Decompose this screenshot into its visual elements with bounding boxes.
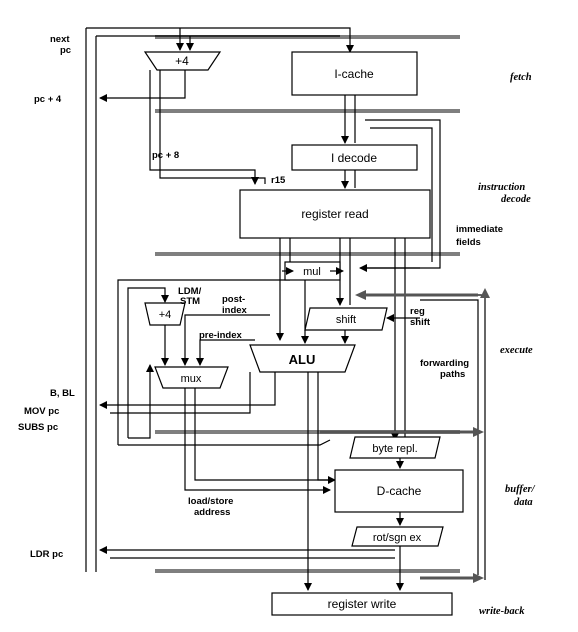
forward-arrowhead-execute [355,290,366,300]
wire-branch-return-2 [110,372,251,414]
pc-plus-4-label: pc + 4 [34,94,62,105]
rot-sgn-label: rot/sgn ex [373,532,422,544]
wire-pc-plus-4 [99,70,186,102]
idecode-label: I decode [331,151,377,165]
b-bl-label: B, BL [50,388,75,399]
pc-plus-8-label: pc + 8 [152,150,179,161]
block-icache [291,51,418,96]
byte-repl-label: byte repl. [372,443,417,455]
wire-mux-in-left [128,364,154,439]
block-byte-repl [349,436,441,459]
forwarding-paths-label-1: forwarding [420,358,469,369]
block-register-write [271,592,453,616]
wire-ldm-stm-adder-in [127,287,169,438]
wire-ldm-stm-loop [117,279,290,445]
stage-fetch-label: fetch [510,72,532,83]
forward-arrowhead-writeback [473,573,484,583]
next-pc-label-1: next [50,34,70,45]
wire-post-index [181,314,270,366]
icache-label: I-cache [334,67,374,81]
wire-next-pc-icache [86,27,354,53]
forward-arrowhead-up [480,288,490,298]
wire-pc-plus-8-inner [159,70,266,184]
stage-decode-label-1: instruction [478,182,525,193]
block-register-read [239,189,431,239]
load-store-address-label-2: address [194,507,230,518]
stage-decode-label-2: decode [501,194,531,205]
block-rot-sgn [351,526,444,547]
block-idecode [291,144,418,171]
wire-pre-index [196,339,255,366]
stage-execute-label: execute [500,345,533,356]
immediate-fields-label-2: fields [456,237,481,248]
forwarding-arrows [320,293,478,580]
block-adder-mid [144,302,186,326]
wire-forwarding-inner [420,299,479,575]
blocks [143,51,464,616]
ldr-pc-label: LDR pc [30,549,63,560]
wire-load-store-address-2 [184,388,331,494]
immediate-fields-label-1: immediate [456,224,503,235]
reg-shift-label-1: reg [410,306,425,317]
stage-writeback-label: write-back [479,606,525,617]
next-pc-label-2: pc [60,45,71,56]
register-read-label: register read [301,207,368,221]
post-index-label-1: post- [222,294,245,305]
load-store-address-label-1: load/store [188,496,233,507]
adder-top-label: +4 [175,54,189,68]
shift-label: shift [336,314,356,326]
block-mux [154,366,229,389]
alu-label: ALU [289,352,316,367]
mux-label: mux [181,373,202,385]
stage-buffer-label-1: buffer/ [505,484,536,495]
wire-pc-plus-8-outer [149,70,259,185]
block-alu [249,344,356,373]
adder-mid-label: +4 [159,309,172,321]
ldm-stm-label-2: STM [180,296,200,307]
wire-load-store-address [194,388,330,481]
wire-immediate-fields-2 [370,127,433,262]
pre-index-label: pre-index [199,330,242,341]
wire-alu-dcache [317,372,336,484]
mul-label: mul [303,266,321,278]
stage-buffer-label-2: data [514,497,533,508]
r15-label: r15 [271,175,286,186]
reg-shift-label-2: shift [410,317,431,328]
wire-branch-return [99,372,276,409]
register-write-label: register write [328,597,397,611]
subs-pc-label: SUBS pc [18,422,58,433]
block-dcache [334,469,464,513]
mov-pc-label: MOV pc [24,406,59,417]
post-index-label-2: index [222,305,248,316]
block-adder-top [143,51,222,71]
forwarding-paths-label-2: paths [440,369,465,380]
wire-forward-bottom [118,439,331,446]
dcache-label: D-cache [377,484,422,498]
forward-arrowhead-buffer [473,427,484,437]
ldm-stm-label-1: LDM/ [178,286,202,297]
block-shift [304,307,388,331]
